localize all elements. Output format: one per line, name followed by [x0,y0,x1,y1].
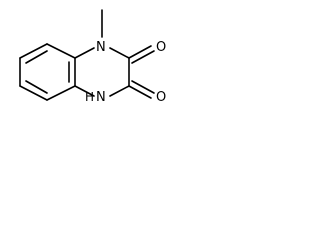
n1-label: N [96,40,106,55]
benzene-bond-top-left-inner [25,50,48,64]
c3-n4-bond [109,85,130,97]
benzene-bond-bottom-left-inner [25,80,48,94]
c3-o-double-bond-b [131,80,155,94]
benzene-bond-bottom-left [19,85,48,101]
c3-o-double-bond-a [128,85,152,99]
quinoxalinedione-structure: N N H O O [19,9,166,105]
c2-o-double-bond-b [131,50,155,64]
o3-label: O [156,90,166,105]
c8a-n1-bond [74,47,95,59]
benzene-bond-top-right [46,43,76,59]
o2-label: O [156,40,166,55]
n1-c2-bond [109,47,130,59]
n4-label: N [96,90,106,105]
benzene-bond-bottom-right [46,85,76,101]
h4-label: H [85,90,94,104]
n4-c4a-bond [74,85,95,97]
c2-o-double-bond-a [128,45,152,59]
benzene-bond-top-left [19,43,48,59]
